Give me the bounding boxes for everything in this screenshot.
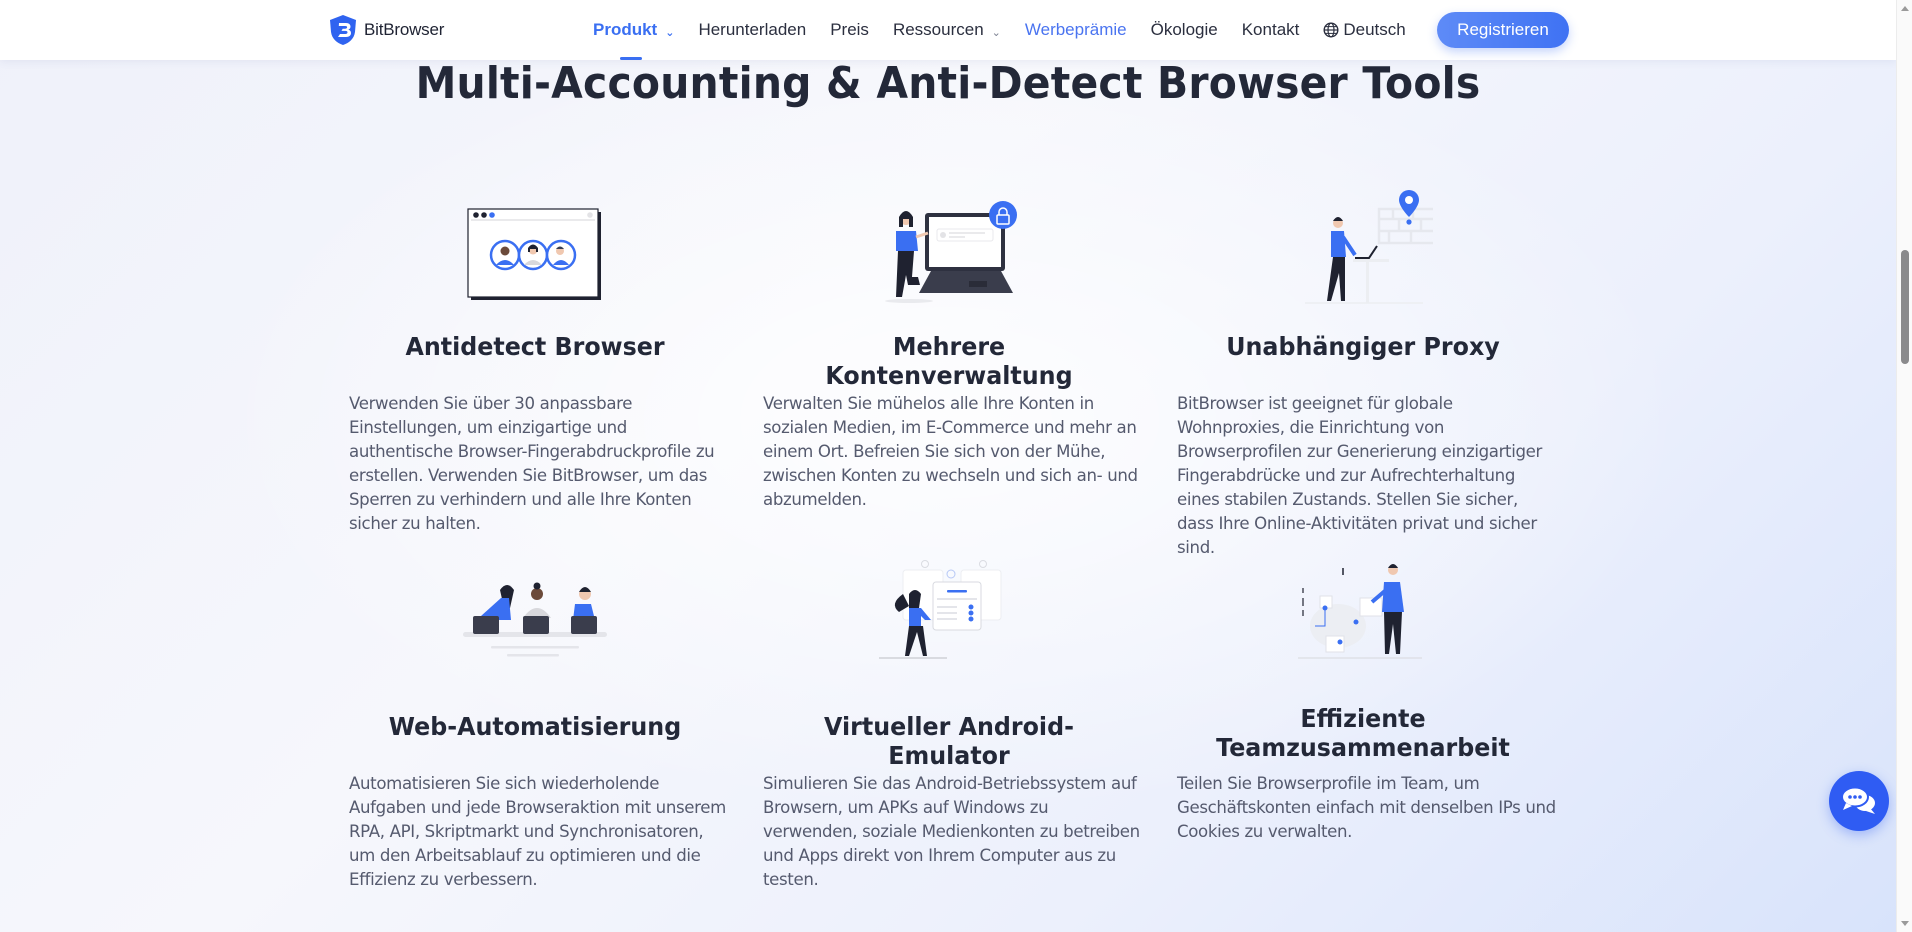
nav-label: Herunterladen: [698, 20, 807, 39]
brand-name: BitBrowser: [364, 20, 445, 39]
top-navigation-bar: BitBrowser Produkt ⌄ Herunterladen Preis…: [0, 0, 1896, 60]
nav-item-ressourcen[interactable]: Ressourcen ⌄: [893, 0, 1001, 60]
feature-title: Mehrere Kontenverwaltung: [825, 332, 1073, 390]
nav-label: Kontakt: [1241, 20, 1300, 39]
feature-title: Web-Automatisierung: [388, 712, 682, 741]
nav-label: Werbeprämie: [1024, 20, 1127, 39]
bitbrowser-shield-icon: [330, 15, 356, 45]
team-laptops-illustration: [349, 550, 721, 660]
nav-item-werbepraemie[interactable]: Werbeprämie: [1025, 0, 1127, 60]
register-button[interactable]: Registrieren: [1437, 12, 1569, 48]
main-nav: Produkt ⌄ Herunterladen Preis Ressourcen…: [593, 0, 1430, 60]
feature-description: Verwenden Sie über 30 anpassbare Einstel…: [349, 394, 715, 533]
feature-description: Automatisieren Sie sich wiederholende Au…: [349, 774, 726, 889]
page-scrollbar[interactable]: [1896, 0, 1912, 932]
nav-item-kontakt[interactable]: Kontakt: [1242, 0, 1300, 60]
feature-title: Unabhängiger Proxy: [1226, 332, 1500, 361]
feature-title: Antidetect Browser: [405, 332, 665, 361]
nav-label: Ressourcen: [892, 20, 984, 39]
nav-label: Deutsch: [1343, 20, 1406, 39]
nav-item-herunterladen[interactable]: Herunterladen: [698, 0, 806, 60]
feature-description: BitBrowser ist geeignet für globale Wohn…: [1177, 394, 1542, 557]
chevron-down-icon: ⌄: [991, 26, 1001, 39]
language-selector[interactable]: Deutsch: [1323, 0, 1406, 60]
feature-description: Verwalten Sie mühelos alle Ihre Konten i…: [763, 394, 1138, 509]
feature-title: Effiziente Teamzusammenarbeit: [1216, 704, 1510, 762]
scroll-up-arrow-icon[interactable]: [1901, 6, 1909, 11]
brand-logo[interactable]: BitBrowser: [328, 14, 444, 46]
chat-bubbles-icon: [1841, 786, 1875, 814]
scroll-down-arrow-icon[interactable]: [1901, 921, 1909, 926]
nav-label: Ökologie: [1150, 20, 1218, 39]
section-title: Multi-Accounting & Anti-Detect Browser T…: [415, 58, 1481, 109]
laptop-lock-illustration: [763, 180, 1135, 305]
chevron-down-icon: ⌄: [665, 26, 675, 39]
feature-description: Teilen Sie Browserprofile im Team, um Ge…: [1177, 774, 1556, 841]
feature-title: Virtueller Android-Emulator: [824, 712, 1074, 770]
workflow-board-illustration: [1177, 550, 1549, 660]
chat-widget-button[interactable]: [1829, 771, 1889, 831]
nav-label: Preis: [830, 20, 869, 39]
nav-label: Produkt: [593, 20, 658, 39]
nav-item-preis[interactable]: Preis: [830, 0, 869, 60]
checklist-cards-illustration: [763, 550, 1135, 660]
nav-item-oekologie[interactable]: Ökologie: [1151, 0, 1218, 60]
globe-icon: [1323, 22, 1339, 38]
nav-item-produkt[interactable]: Produkt ⌄: [593, 0, 674, 60]
browser-profiles-illustration: [349, 180, 721, 302]
feature-description: Simulieren Sie das Android-Betriebssyste…: [763, 774, 1140, 889]
scrollbar-thumb[interactable]: [1901, 250, 1909, 364]
map-pin-proxy-illustration: [1177, 180, 1549, 305]
